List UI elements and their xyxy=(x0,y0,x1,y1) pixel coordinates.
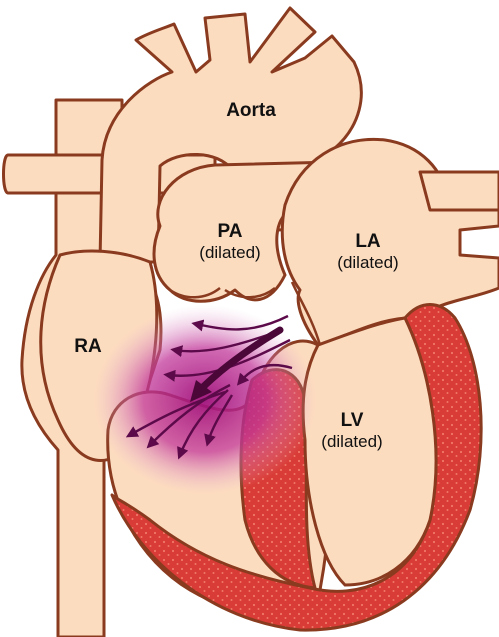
left-atrium xyxy=(282,139,499,345)
label-pa: PA xyxy=(218,221,243,242)
label-lv: LV xyxy=(341,410,364,431)
label-la-note: (dilated) xyxy=(337,253,398,272)
label-ra: RA xyxy=(74,336,102,357)
label-pa-note: (dilated) xyxy=(199,243,260,262)
label-lv-note: (dilated) xyxy=(321,432,382,451)
label-aorta: Aorta xyxy=(226,100,276,121)
left-ventricle xyxy=(303,318,436,585)
pulmonary-vein-upper xyxy=(420,172,499,210)
label-la: LA xyxy=(355,231,381,252)
